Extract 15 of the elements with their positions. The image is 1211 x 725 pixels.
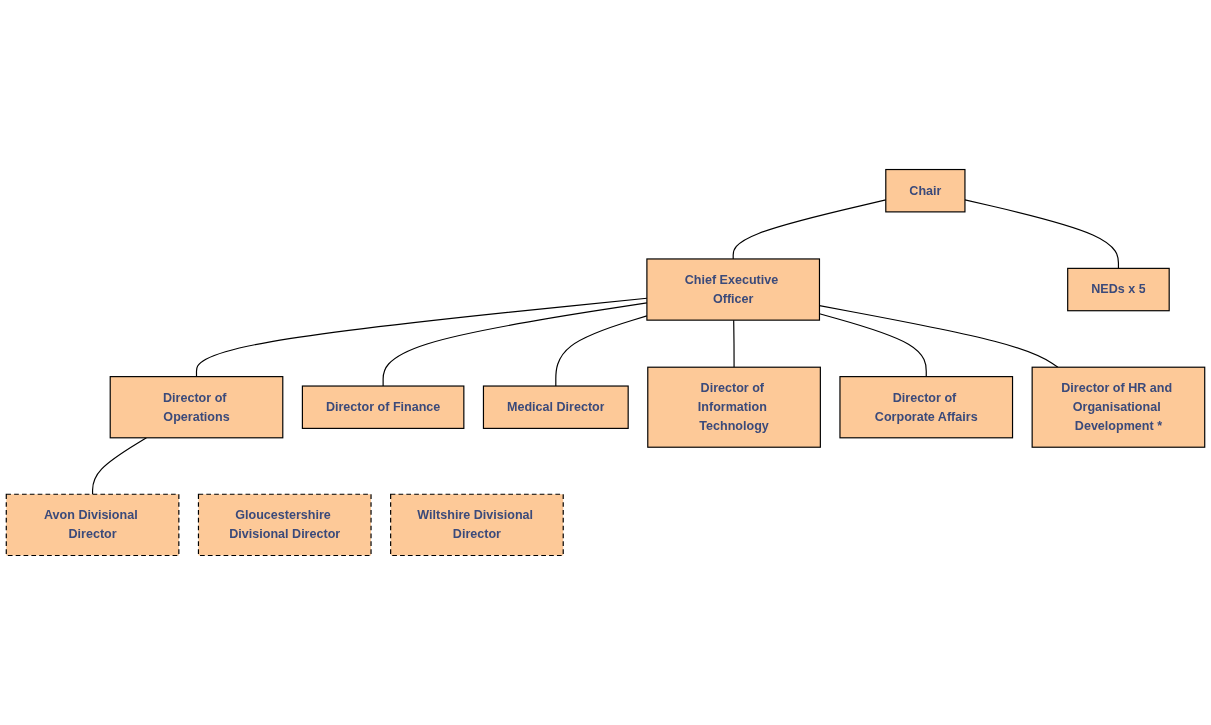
node-box: Wiltshire Divisional Director xyxy=(390,493,564,557)
node-box: Gloucestershire Divisional Director xyxy=(197,493,372,557)
connector xyxy=(733,319,735,368)
node-box: Director of HR and Organisational Development * xyxy=(1031,366,1206,448)
node-box: Director of Corporate Affairs xyxy=(839,376,1014,439)
node-box: NEDs x 5 xyxy=(1067,267,1170,312)
node-box: Medical Director xyxy=(482,385,629,429)
node-box: Avon Divisional Director xyxy=(5,493,180,557)
node-box: Chief Executive Officer xyxy=(646,258,821,321)
node-box: Director of Operations xyxy=(109,376,284,439)
node-box: Chair xyxy=(885,168,966,213)
node-box: Director of Information Technology xyxy=(647,366,821,448)
connector xyxy=(964,199,1120,269)
node-box: Director of Finance xyxy=(301,385,465,429)
connector xyxy=(91,437,148,495)
